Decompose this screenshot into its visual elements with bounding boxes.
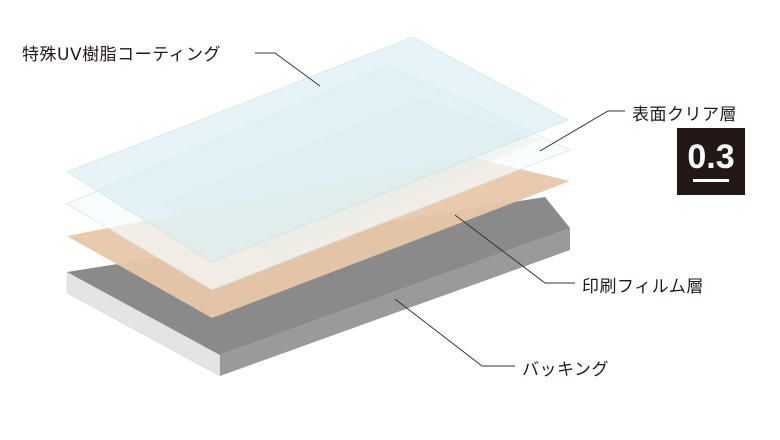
label-clear-layer: 表面クリア層 <box>632 105 737 125</box>
leader-clear-layer <box>539 110 625 152</box>
leader-print-film <box>454 214 575 284</box>
label-print-film: 印刷フィルム層 <box>582 277 704 297</box>
leader-lines <box>255 52 625 367</box>
label-backing: バッキング <box>522 360 609 380</box>
leader-uv-coating <box>255 52 321 87</box>
uv-coating-layer <box>65 36 570 263</box>
leader-backing <box>394 298 515 367</box>
thickness-underline <box>693 179 729 182</box>
thickness-badge: 0.3 <box>677 128 745 195</box>
label-uv-coating: 特殊UV樹脂コーティング <box>22 45 222 65</box>
thickness-value: 0.3 <box>687 138 735 176</box>
